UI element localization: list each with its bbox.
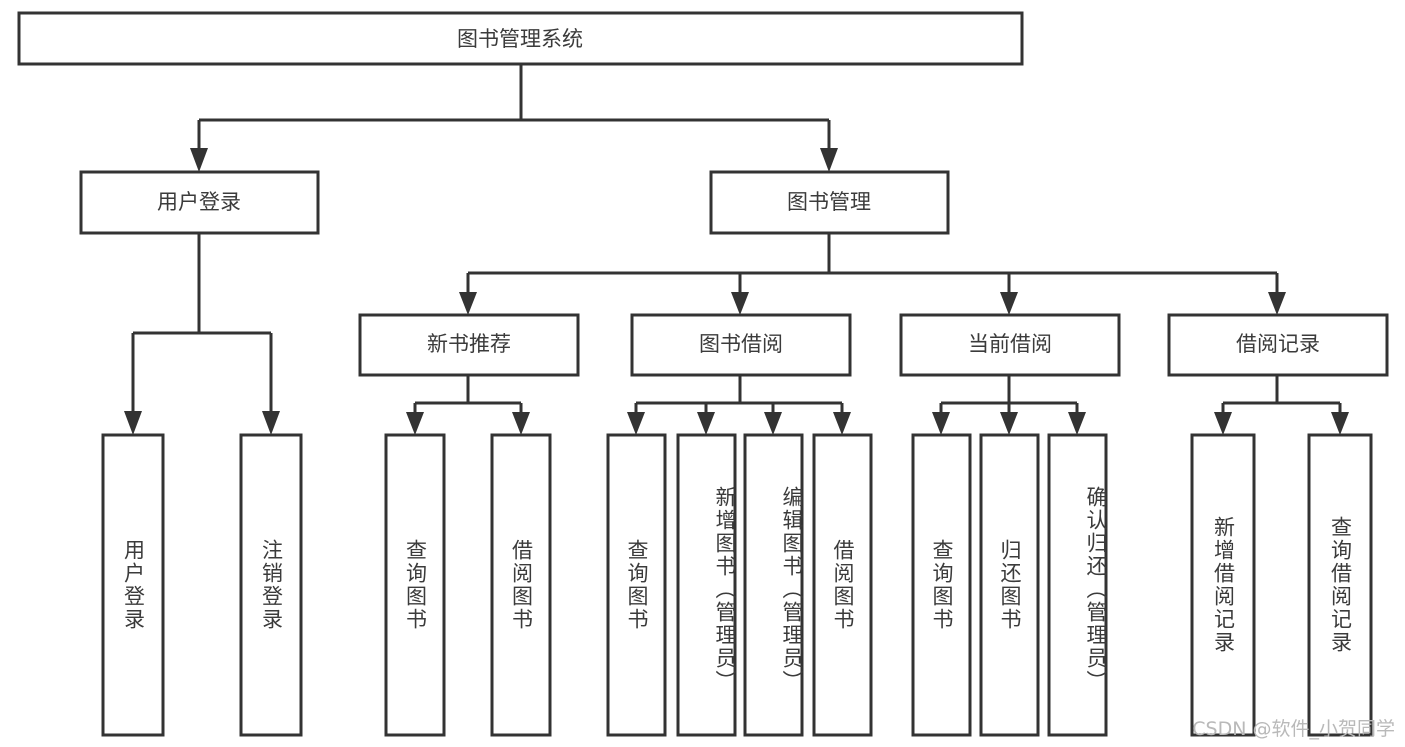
arrow-head-bw-leaf-1 (627, 412, 645, 435)
leaf-boxes (101, 433, 1373, 737)
leaf-box-cb-confirm-return[interactable] (1047, 433, 1108, 737)
node-current-borrow-box[interactable] (899, 313, 1121, 377)
leaf-box-bw-query-book[interactable] (606, 433, 667, 737)
arrow-head-records (1268, 292, 1286, 315)
arrow-head-book-mgmt (820, 148, 838, 172)
leaf-box-cb-return-book[interactable] (979, 433, 1040, 737)
arrow-head-cb-leaf-1 (932, 412, 950, 435)
node-new-book-recommend-label: 新书推荐 (427, 332, 511, 356)
node-user-login[interactable]: 用户登录 (79, 170, 320, 235)
connector-group-records (1214, 375, 1349, 435)
arrow-head-borrow (731, 292, 749, 315)
arrow-head-bw-leaf-2 (697, 412, 715, 435)
leaf-box-logout[interactable] (239, 433, 303, 737)
connector-group-book-mgmt (459, 233, 1286, 315)
arrow-head-new-books (459, 292, 477, 315)
node-book-management-box[interactable] (709, 170, 950, 235)
leaf-box-user-login[interactable] (101, 433, 165, 737)
arrow-head-rc-leaf-1 (1214, 412, 1232, 435)
node-new-book-recommend-box[interactable] (358, 313, 580, 377)
arrow-head-current (1000, 292, 1018, 315)
node-book-management-label: 图书管理 (787, 190, 871, 214)
node-root-box[interactable] (17, 11, 1024, 66)
node-new-book-recommend[interactable]: 新书推荐 (358, 313, 580, 377)
node-user-login-label: 用户登录 (157, 190, 241, 214)
node-borrow-records-box[interactable] (1167, 313, 1389, 377)
connector-group-current (932, 375, 1086, 435)
node-borrow-records[interactable]: 借阅记录 (1167, 313, 1389, 377)
node-book-borrow[interactable]: 图书借阅 (630, 313, 852, 377)
node-book-borrow-label: 图书借阅 (699, 332, 783, 356)
leaf-box-bw-edit-book[interactable] (743, 433, 804, 737)
node-book-borrow-box[interactable] (630, 313, 852, 377)
connector-group-borrow (627, 375, 851, 435)
arrow-head-nb-leaf-2 (512, 412, 530, 435)
leaf-box-nb-query-book[interactable] (384, 433, 446, 737)
node-root-label: 图书管理系统 (457, 27, 583, 51)
node-current-borrow-label: 当前借阅 (968, 332, 1052, 356)
arrow-head-rc-leaf-2 (1331, 412, 1349, 435)
node-current-borrow[interactable]: 当前借阅 (899, 313, 1121, 377)
arrow-head-leaf-logout (262, 411, 280, 435)
connector-group-new-books (406, 375, 530, 435)
connector-group-user-login (124, 233, 280, 435)
node-book-management[interactable]: 图书管理 (709, 170, 950, 235)
arrow-head-nb-leaf-1 (406, 412, 424, 435)
arrow-head-bw-leaf-4 (833, 412, 851, 435)
leaf-box-bw-add-book[interactable] (676, 433, 737, 737)
node-user-login-box[interactable] (79, 170, 320, 235)
arrow-head-bw-leaf-3 (764, 412, 782, 435)
leaf-box-bw-borrow-book[interactable] (812, 433, 873, 737)
node-borrow-records-label: 借阅记录 (1236, 332, 1320, 356)
arrow-head-cb-leaf-3 (1068, 412, 1086, 435)
leaf-box-rc-query-record[interactable] (1307, 433, 1373, 737)
node-root[interactable]: 图书管理系统 (17, 11, 1024, 66)
arrow-head-leaf-user-login (124, 411, 142, 435)
connector-group-root (190, 64, 838, 172)
leaf-box-cb-query-book[interactable] (911, 433, 972, 737)
leaf-box-nb-borrow-book[interactable] (490, 433, 552, 737)
arrow-head-user-login (190, 148, 208, 172)
arrow-head-cb-leaf-2 (1000, 412, 1018, 435)
leaf-box-rc-add-record[interactable] (1190, 433, 1256, 737)
